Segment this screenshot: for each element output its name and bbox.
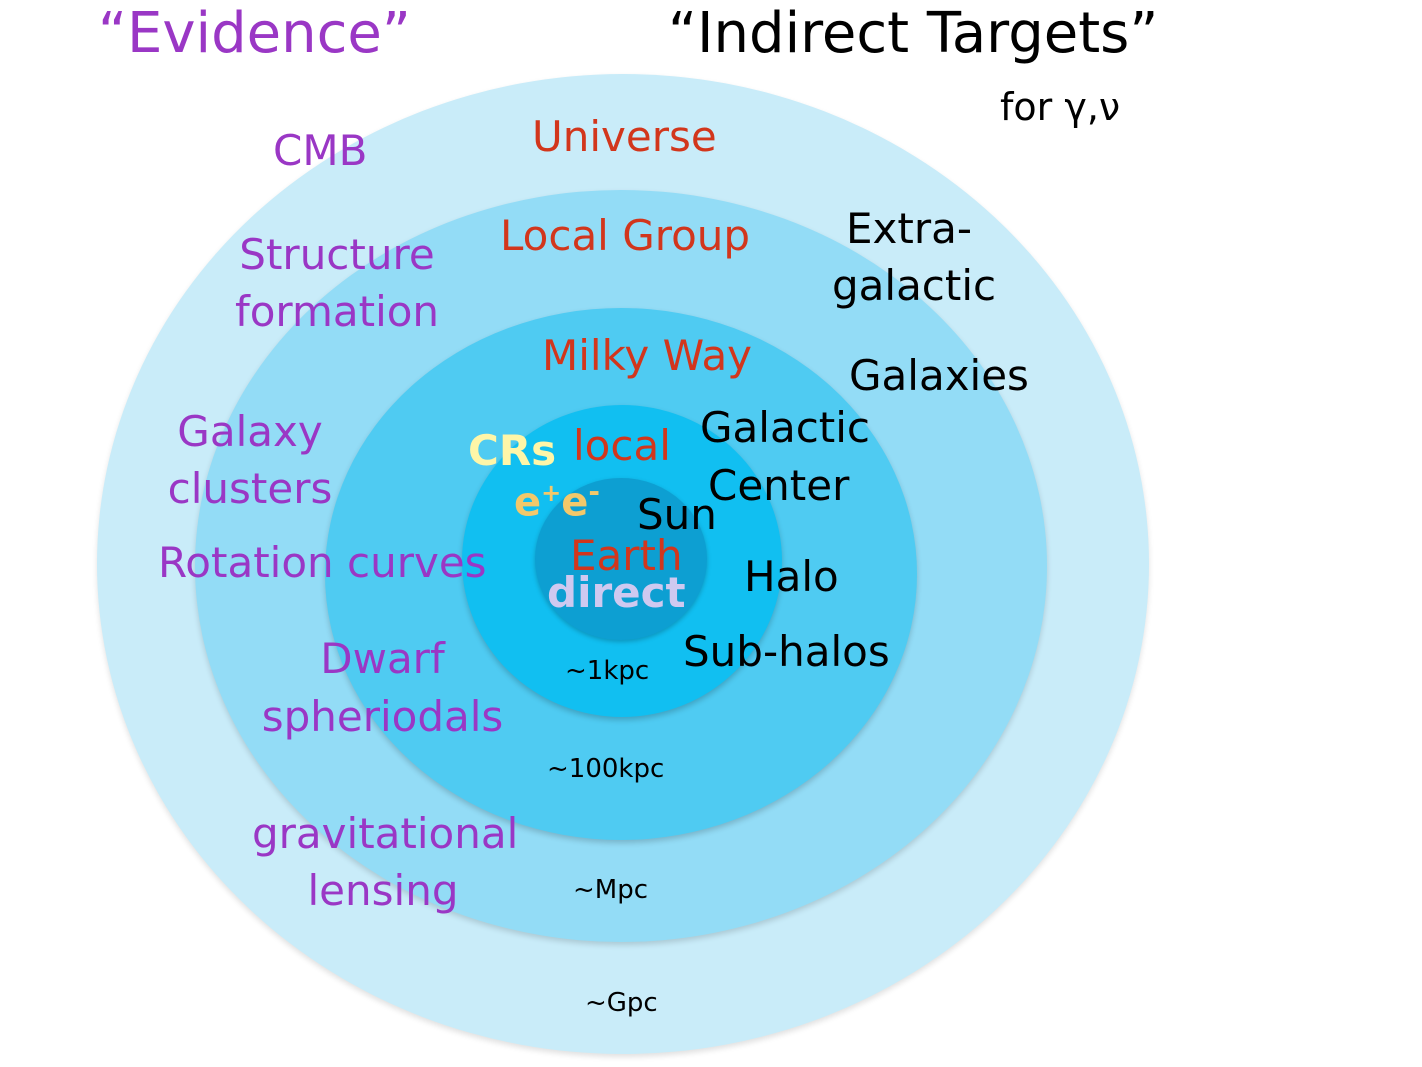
indirect-targets-title: “Indirect Targets”	[668, 1, 1159, 66]
ring-earth	[535, 478, 707, 640]
evidence-lensing-line1: gravitational	[252, 809, 519, 858]
scale-local: local	[573, 421, 671, 470]
scale-universe: Universe	[532, 112, 717, 161]
distance-1kpc: ~1kpc	[565, 656, 650, 686]
distance-gpc: ~Gpc	[585, 988, 658, 1018]
evidence-galaxy-line1: Galaxy	[177, 407, 323, 456]
evidence-structure-line2: formation	[234, 287, 440, 336]
target-halo: Halo	[744, 552, 839, 601]
ee-plus: +	[541, 479, 562, 507]
evidence-dwarf-line1: Dwarf	[320, 634, 445, 683]
target-galactic-center-line2: Center	[708, 461, 850, 510]
evidence-lensing-line2: lensing	[307, 866, 459, 915]
ee-e-second: e	[561, 479, 589, 526]
ee-minus: -	[588, 475, 601, 508]
positron-electron-label: e+e-	[514, 475, 601, 526]
evidence-title: “Evidence”	[98, 1, 411, 66]
evidence-dwarf-line2: spheriodals	[261, 692, 504, 741]
evidence-rotation-curves: Rotation curves	[158, 538, 487, 587]
scale-earth: Earth	[570, 531, 683, 580]
evidence-galaxy-line2: clusters	[167, 464, 333, 513]
target-galactic-center-line1: Galactic	[700, 403, 871, 452]
ee-e-first: e	[514, 479, 542, 526]
distance-100kpc: ~100kpc	[547, 754, 665, 784]
target-galaxies: Galaxies	[849, 351, 1029, 400]
scale-local-group: Local Group	[500, 211, 751, 260]
evidence-cmb: CMB	[273, 126, 368, 175]
target-sun: Sun	[637, 490, 717, 539]
scale-direct: direct	[547, 568, 686, 617]
target-subhalos: Sub-halos	[683, 627, 890, 676]
scale-milky-way: Milky Way	[542, 331, 753, 380]
crs-label: CRs	[468, 426, 557, 475]
target-extragalactic-line1: Extra-	[846, 204, 973, 253]
target-extragalactic-line2: galactic	[832, 261, 997, 310]
for-gamma-nu-label: for γ,ν	[1000, 85, 1121, 129]
evidence-structure-line1: Structure	[239, 230, 435, 279]
distance-mpc: ~Mpc	[573, 875, 649, 905]
